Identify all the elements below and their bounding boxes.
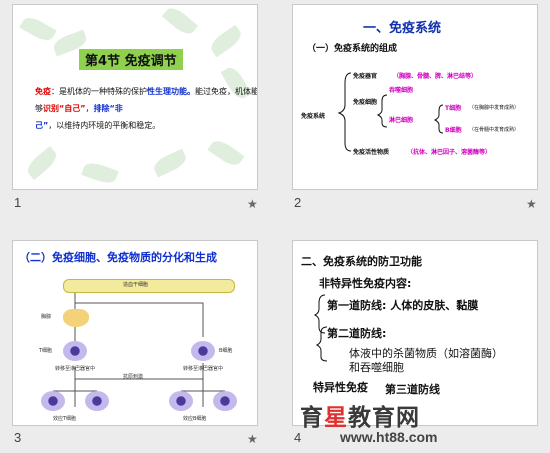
immune-organs-detail: （胸腺、骨髓、脾、淋巴结等）: [393, 73, 478, 80]
transition-star-icon: ★: [247, 432, 258, 446]
slide-2-subheading: （一）免疫系统的组成: [307, 44, 398, 54]
slide-2-heading: 一、免疫系统: [363, 21, 442, 36]
t-cell-label: T细胞: [445, 105, 462, 112]
b-cell-label: B细胞: [219, 348, 233, 354]
leaf-decoration: [81, 159, 119, 187]
b-cell-graphic: [191, 341, 215, 361]
effector-b-cell-graphic: [213, 391, 237, 411]
leaf-decoration: [207, 136, 245, 170]
effector-b-label: 效应B细胞: [183, 416, 207, 422]
stem-cell-label: 造血干细胞: [123, 282, 149, 288]
body-text-red: 识别“自己”: [43, 104, 86, 113]
body-text: ，: [85, 104, 94, 113]
body-text: 能过免疫，机体能够: [35, 87, 258, 113]
second-defense-detail: 和吞噬细胞: [349, 361, 404, 374]
brace-diagram: [337, 72, 444, 152]
effector-b-cell-graphic: [169, 391, 193, 411]
body-text-blue: 性生理功能。: [147, 87, 195, 96]
slide-4-thumbnail[interactable]: 二、免疫系统的防卫功能 非特异性免疫内容: 第一道防线: 人体的皮肤、黏膜 第二…: [292, 240, 538, 426]
body-text: ，以维持内环境的平衡和稳定。: [48, 121, 161, 130]
active-substances-detail: （抗体、淋巴因子、溶菌酶等）: [407, 149, 492, 156]
nonspecific-immunity-label: 非特异性免疫内容:: [319, 277, 412, 290]
body-text-blue: 排除“非: [93, 104, 123, 113]
t-cell-label: T细胞: [39, 348, 53, 354]
leaf-decoration: [23, 145, 61, 181]
transition-star-icon: ★: [247, 197, 258, 211]
immune-organs-label: 免疫器官: [353, 73, 378, 80]
leaf-decoration: [161, 5, 199, 39]
transition-star-icon: ★: [526, 197, 537, 211]
body-text: ：是机体的一种特殊的保护: [51, 87, 147, 96]
slide-4-heading: 二、免疫系统的防卫功能: [301, 255, 422, 268]
slide-1-thumbnail[interactable]: 第4节 免疫调节 免疫：是机体的一种特殊的保护性生理功能。能过免疫，机体能够识别…: [12, 4, 258, 190]
slide-3-thumbnail[interactable]: （二）免疫细胞、免疫物质的分化和生成 造血干细胞 胸腺 T细胞 B细胞 转移至淋…: [12, 240, 258, 426]
slide-2-thumbnail[interactable]: 一、免疫系统 （一）免疫系统的组成 免疫系统 免疫器官 （胸腺、骨髓、脾、淋巴结…: [292, 4, 538, 190]
antigen-stimulation-label: 抗原刺激: [123, 374, 144, 380]
b-cell-label: B细胞: [445, 127, 462, 134]
body-text-blue: 己”: [35, 121, 49, 130]
leaf-decoration: [19, 13, 57, 45]
site-watermark-url: www.ht88.com: [340, 429, 438, 445]
slide-number: 3: [14, 430, 22, 445]
b-cell-note: （在骨髓中发育成熟）: [469, 127, 520, 133]
effector-t-cell-graphic: [41, 391, 65, 411]
first-defense-line: 第一道防线: 人体的皮肤、黏膜: [327, 299, 479, 312]
left-transfer-caption: 转移至淋巴器官中: [55, 366, 96, 372]
third-defense-line: 第三道防线: [385, 383, 440, 396]
t-cell-note: （在胸腺中发育成熟）: [469, 105, 520, 111]
immune-cells-label: 免疫细胞: [353, 99, 378, 106]
slide-number: 1: [14, 195, 22, 210]
watermark-text: 教育网: [348, 405, 420, 431]
phagocyte-label: 吞噬细胞: [389, 87, 414, 94]
slide-3-title: （二）免疫细胞、免疫物质的分化和生成: [19, 251, 217, 264]
site-watermark-logo: 育星教育网: [300, 398, 420, 432]
defense-braces: [313, 294, 328, 362]
active-substances-label: 免疫活性物质: [353, 149, 390, 156]
specific-immunity-label: 特异性免疫: [313, 381, 368, 394]
leaf-decoration: [151, 148, 189, 178]
lymphocyte-label: 淋巴细胞: [389, 117, 414, 124]
bone-graphic: [63, 279, 235, 293]
slide-number: 2: [294, 195, 302, 210]
effector-t-label: 效应T细胞: [53, 416, 77, 422]
leaf-decoration: [207, 24, 245, 58]
thymus-graphic: [63, 309, 89, 327]
differentiation-arrows: [53, 293, 225, 407]
slide-number: 4: [294, 430, 302, 445]
term-immunity: 免疫: [35, 87, 51, 96]
second-defense-line: 第二道防线:: [327, 327, 387, 340]
watermark-text: 星: [324, 405, 348, 431]
right-transfer-caption: 转移至淋巴器官中: [183, 366, 224, 372]
immune-system-label: 免疫系统: [301, 113, 326, 120]
slide-1-body: 免疫：是机体的一种特殊的保护性生理功能。能过免疫，机体能够识别“自己”，排除“非…: [35, 83, 258, 134]
thymus-label: 胸腺: [41, 314, 52, 320]
t-cell-graphic: [63, 341, 87, 361]
slide-1-title: 第4节 免疫调节: [79, 49, 183, 70]
watermark-text: 育: [300, 405, 324, 431]
second-defense-detail: 体液中的杀菌物质（如溶菌酶）: [349, 347, 503, 360]
effector-t-cell-graphic: [85, 391, 109, 411]
